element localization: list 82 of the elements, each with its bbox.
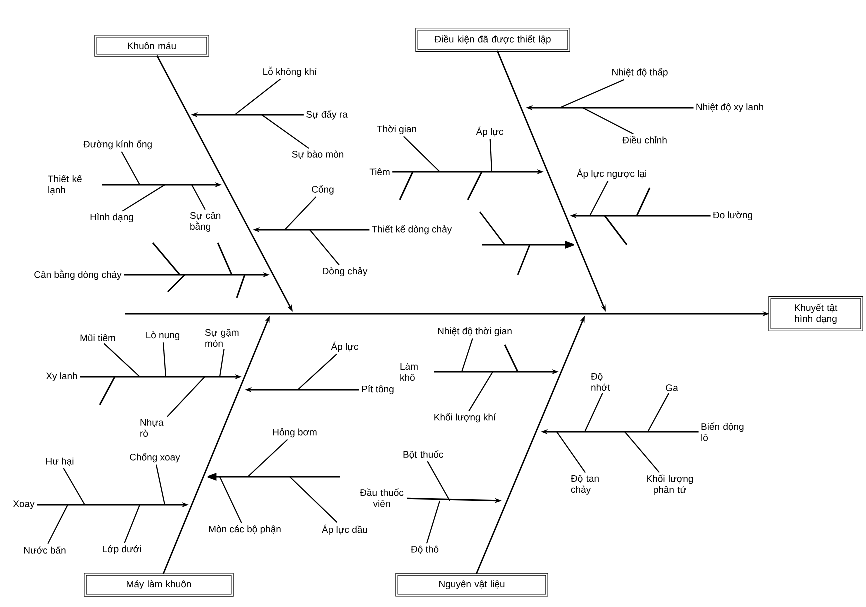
bone-line	[490, 139, 493, 172]
bone-line	[584, 392, 604, 432]
cause-label: Độ nhớt	[591, 373, 610, 391]
cause-label: Áp lực	[476, 126, 504, 138]
cause-label: Thiết kế dòng chảy	[372, 225, 452, 235]
cause-label: Điều chỉnh	[622, 136, 667, 144]
cause-label: Sự gặm mòn	[205, 328, 239, 348]
cause-label: Nhựa rò	[140, 419, 164, 437]
cause-label: Tiêm	[370, 168, 390, 176]
cause-label: Làm khô	[400, 362, 418, 382]
bone-line	[104, 343, 140, 378]
cause-label: Độ thô	[411, 546, 439, 554]
bone-line	[590, 181, 609, 216]
label-box: Nguyên vật liệu	[396, 573, 548, 597]
label-box: Điều kiện đã được thiết lập	[416, 28, 570, 52]
cause-label: Áp lực ngược lại	[576, 168, 646, 180]
label-box: Máy làm khuôn	[84, 573, 234, 597]
cause-label: Đầu thuốc viên	[360, 488, 404, 508]
cause-label: Lò nung	[146, 332, 180, 340]
cause-label: Mòn các bộ phận	[209, 526, 281, 534]
cause-label: Sự đẩy ra	[306, 110, 348, 120]
cause-label: Nhiệt độ thấp	[612, 68, 668, 78]
bone-line	[461, 338, 474, 372]
bone-line	[124, 504, 141, 544]
cause-label: Ga	[666, 384, 678, 392]
bone-line	[192, 184, 206, 210]
cause-label: Độ tan chảy	[571, 475, 599, 495]
cause-label: Chống xoay	[130, 453, 180, 463]
bone-line	[234, 78, 281, 116]
cause-label: Nhiệt độ xy lanh	[696, 104, 764, 112]
cause-label: Đo lường	[713, 212, 752, 220]
bone-line	[298, 354, 338, 390]
bone-line	[290, 476, 338, 524]
bone-line	[556, 432, 586, 474]
bone-line	[121, 152, 140, 186]
cause-label: Nước bẩn	[24, 546, 66, 554]
bone-line	[427, 461, 450, 502]
cause-label: Biến động lô	[702, 422, 744, 442]
bone-line	[648, 393, 670, 432]
cause-label: Hỏng bơm	[273, 428, 317, 438]
bone-line	[162, 342, 167, 378]
bone-line	[468, 372, 494, 412]
bone-line	[156, 464, 166, 506]
bone-line	[262, 114, 310, 150]
bone-line	[310, 230, 340, 266]
cause-label: Pít tông	[362, 386, 394, 394]
bone-line	[220, 476, 242, 524]
cause-label: Thiết kế lạnh	[48, 175, 82, 195]
bone-line	[248, 439, 288, 478]
bone-line	[403, 136, 440, 172]
cause-label: Áp lực	[331, 342, 358, 352]
bone-line	[48, 504, 68, 544]
cause-label: Bột thuốc	[404, 450, 444, 460]
cause-label: Hình dạng	[90, 214, 134, 222]
bone-line	[582, 108, 634, 135]
bone-line	[426, 500, 441, 544]
label-box: Khuyết tật hình dạng	[768, 296, 864, 332]
bone-line	[63, 468, 86, 506]
cause-label: Mũi tiêm	[80, 334, 116, 342]
cause-label: Khối lượng phân tử	[647, 474, 694, 496]
cause-label: Cân bằng dòng chảy	[34, 270, 122, 280]
cause-label: Cổng	[312, 185, 334, 195]
cause-label: Lớp dưới	[103, 546, 142, 554]
cause-label: Xy lanh	[46, 372, 78, 382]
cause-label: Hư hại	[46, 458, 74, 466]
cause-label: Nhiệt độ thời gian	[438, 328, 512, 336]
bone-line	[219, 349, 225, 378]
cause-label: Áp lực dầu	[322, 524, 368, 536]
bone-line	[122, 184, 166, 212]
cause-label: Lỗ không khí	[264, 66, 318, 78]
bone-line	[167, 376, 206, 418]
cause-label: Dòng chảy	[323, 267, 368, 277]
bone-line	[624, 432, 660, 474]
label-box: Khuôn máu	[94, 35, 210, 57]
bone-line	[284, 196, 317, 230]
cause-label: Đường kính ống	[84, 140, 152, 150]
cause-label: Xoay	[13, 500, 35, 510]
cause-label: Thời gian	[377, 126, 416, 134]
cause-label: Sự bào mòn	[292, 150, 344, 160]
cause-label: Sự cân bằng	[190, 212, 221, 232]
bone-line	[560, 79, 625, 108]
cause-label: Khối lượng khí	[434, 413, 496, 423]
